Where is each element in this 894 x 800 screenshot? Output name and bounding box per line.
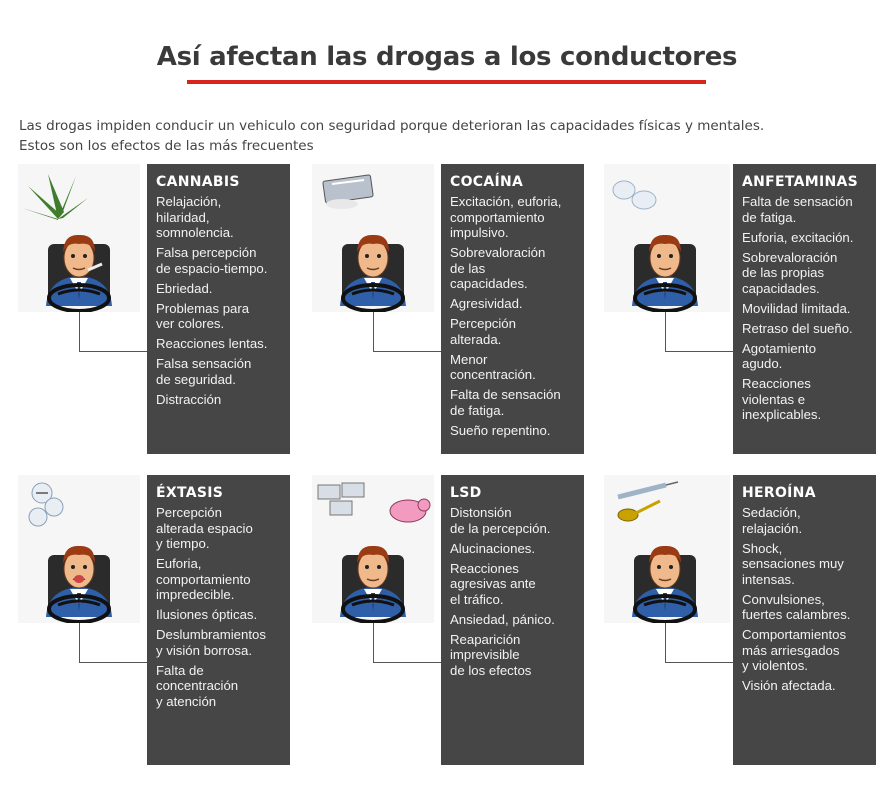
drug-card-extasis: ÉXTASIS Percepción alterada espacio y ti… — [18, 475, 308, 765]
connector-line — [79, 312, 147, 352]
effect-item: Falta de sensación de fatiga. — [450, 387, 561, 418]
drug-name: COCAÍNA — [450, 174, 524, 190]
effects-list: Excitación, euforia, comportamiento impu… — [450, 194, 576, 438]
intro-text: Las drogas impiden conducir un vehiculo … — [19, 116, 879, 156]
drug-name: ANFETAMINAS — [742, 174, 859, 190]
effect-item: Problemas para ver colores. — [156, 300, 250, 332]
effect-item: Sobrevaloración de las capacidades. — [450, 245, 546, 291]
effect-item: Reaparición imprevisible de los efectos — [450, 631, 532, 678]
effects-list: Relajación, hilaridad, somnolencia. Fals… — [156, 194, 282, 407]
effect-item: Reacciones lentas. — [156, 336, 268, 351]
effect-item: Percepción alterada. — [450, 316, 516, 347]
effect-item: Sobrevaloración de las propias capacidad… — [742, 249, 838, 296]
effects-panel: CANNABIS Relajación, hilaridad, somnolen… — [147, 164, 290, 454]
effect-item: Euforia, excitación. — [742, 229, 854, 245]
drug-name: CANNABIS — [156, 174, 240, 190]
effect-item: Ilusiones ópticas. — [156, 607, 258, 622]
connector-line — [373, 312, 441, 352]
effect-item: Shock, sensaciones muy intensas. — [742, 540, 844, 587]
effects-panel: ÉXTASIS Percepción alterada espacio y ti… — [147, 475, 290, 765]
effect-item: Deslumbramientos y visión borrosa. — [156, 627, 266, 658]
connector-line — [665, 623, 733, 663]
drug-card-lsd: LSD Distonsión de la percepción. Alucina… — [312, 475, 602, 765]
effects-panel: HEROÍNA Sedación, relajación. Shock, sen… — [733, 475, 876, 765]
effect-item: Visión afectada. — [742, 678, 836, 693]
effect-item: Relajación, hilaridad, somnolencia. — [156, 194, 234, 240]
heroina-illustration — [604, 475, 730, 623]
effect-item: Ebriedad. — [156, 280, 213, 296]
effect-item: Falta de sensación de fatiga. — [742, 194, 853, 225]
intro-line-1: Las drogas impiden conducir un vehiculo … — [19, 118, 765, 134]
effect-item: Distonsión de la percepción. — [450, 505, 551, 536]
effect-item: Percepción alterada espacio y tiempo. — [156, 505, 253, 551]
effect-item: Excitación, euforia, comportamiento impu… — [450, 194, 562, 240]
effect-item: Sedación, relajación. — [742, 505, 803, 536]
effect-item: Retraso del sueño. — [742, 320, 853, 336]
effect-item: Agresividad. — [450, 296, 523, 311]
effect-item: Sueño repentino. — [450, 422, 551, 438]
effects-panel: COCAÍNA Excitación, euforia, comportamie… — [441, 164, 584, 454]
page-title: Así afectan las drogas a los conductores — [156, 42, 738, 72]
drug-name: LSD — [450, 485, 482, 501]
effect-item: Agotamiento agudo. — [742, 340, 817, 372]
connector-line — [79, 623, 147, 663]
effects-list: Falta de sensación de fatiga. Euforia, e… — [742, 194, 868, 423]
effect-item: Convulsiones, fuertes calambres. — [742, 591, 851, 623]
effect-item: Falsa sensación de seguridad. — [156, 356, 252, 387]
drug-card-cannabis: CANNABIS Relajación, hilaridad, somnolen… — [18, 164, 308, 454]
cocaina-illustration — [312, 164, 434, 312]
syringe-spoon-icon — [617, 481, 700, 623]
drug-name: ÉXTASIS — [156, 485, 224, 501]
lsd-illustration — [312, 475, 434, 623]
ecstasy-pills-icon — [28, 482, 114, 623]
cannabis-illustration — [18, 164, 140, 312]
effects-list: Sedación, relajación. Shock, sensaciones… — [742, 505, 868, 694]
drug-card-heroina: HEROÍNA Sedación, relajación. Shock, sen… — [604, 475, 894, 765]
effect-item: Movilidad limitada. — [742, 300, 851, 316]
effect-item: Falsa percepción de espacio-tiempo. — [156, 245, 268, 276]
effect-item: Ansiedad, pánico. — [450, 611, 555, 627]
effect-item: Falta de concentración y atención — [156, 662, 239, 709]
pills-icon — [612, 180, 700, 312]
lsd-tabs-icon — [317, 482, 431, 623]
effect-item: Reacciones agresivas ante el tráfico. — [450, 560, 536, 607]
effect-item: Comportamientos más arriesgados y violen… — [742, 627, 847, 673]
effects-panel: ANFETAMINAS Falta de sensación de fatiga… — [733, 164, 876, 454]
extasis-illustration — [18, 475, 140, 623]
effects-list: Distonsión de la percepción. Alucinacion… — [450, 505, 576, 678]
title-underline — [187, 80, 706, 84]
effect-item: Reacciones violentas e inexplicables. — [742, 376, 822, 422]
connector-line — [665, 312, 733, 352]
effect-item: Distracción — [156, 391, 222, 407]
drug-card-anfetaminas: ANFETAMINAS Falta de sensación de fatiga… — [604, 164, 894, 454]
anfetaminas-illustration — [604, 164, 730, 312]
connector-line — [373, 623, 441, 663]
effects-panel: LSD Distonsión de la percepción. Alucina… — [441, 475, 584, 765]
intro-line-2: Estos son los efectos de las más frecuen… — [19, 138, 314, 154]
effects-list: Percepción alterada espacio y tiempo. Eu… — [156, 505, 282, 709]
cocaine-card-icon — [322, 174, 408, 312]
effect-item: Euforia, comportamiento impredecible. — [156, 556, 251, 602]
effect-item: Alucinaciones. — [450, 540, 536, 556]
drug-card-cocaina: COCAÍNA Excitación, euforia, comportamie… — [312, 164, 602, 454]
drug-name: HEROÍNA — [742, 485, 816, 501]
effect-item: Menor concentración. — [450, 351, 536, 383]
cannabis-leaf-icon — [22, 174, 114, 312]
